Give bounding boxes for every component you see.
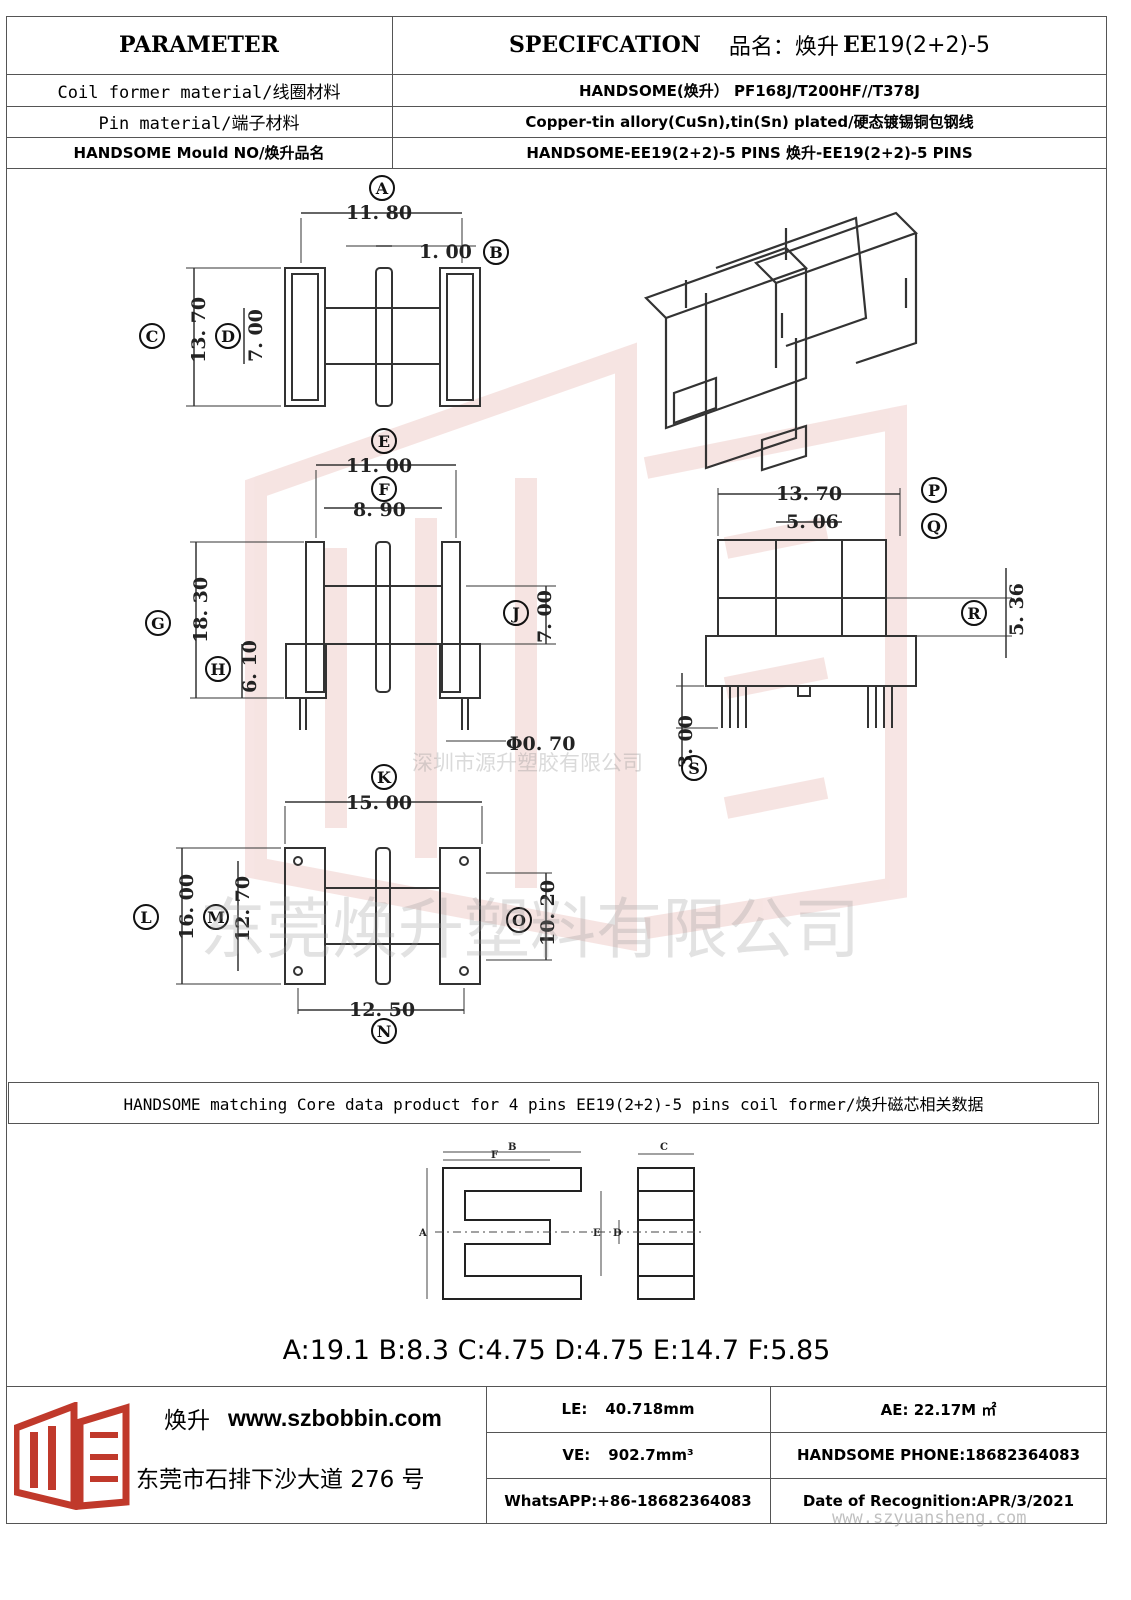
watermark-large-company: 东莞焕升塑料有限公司: [200, 891, 860, 968]
divider: [6, 1386, 1107, 1387]
svg-text:K: K: [377, 768, 392, 787]
watermark-url: www.szyuansheng.com: [832, 1508, 1027, 1528]
svg-text:G: G: [151, 614, 165, 633]
dim-C-value: 13. 70: [188, 297, 210, 363]
dim-N-value: 12. 50: [349, 999, 415, 1021]
parameter-header: PARAMETER: [119, 32, 279, 58]
svg-text:Q: Q: [927, 517, 941, 536]
svg-text:C: C: [146, 327, 159, 346]
company-logo: [14, 1402, 130, 1510]
core-letter-E: E: [593, 1228, 601, 1239]
dim-J-value: 7. 00: [534, 590, 556, 643]
svg-text:R: R: [967, 604, 981, 623]
core-letter-D: D: [613, 1228, 622, 1239]
front-view: [190, 464, 556, 742]
watermark-small-company: 深圳市源升塑胶有限公司: [412, 751, 643, 775]
svg-text:N: N: [377, 1022, 392, 1041]
core-letter-F: F: [491, 1150, 498, 1161]
product-model-rest: 19(2+2)-5: [876, 32, 991, 58]
outer-frame: [6, 16, 1107, 1524]
dim-K-value: 15. 00: [346, 792, 412, 814]
dim-F-value: 8. 90: [353, 499, 406, 521]
website-link[interactable]: www.szbobbin.com: [228, 1404, 442, 1431]
core-letter-B: B: [508, 1142, 516, 1153]
dim-A-value: 11. 80: [346, 202, 412, 224]
svg-text:J: J: [510, 604, 520, 623]
ve-cell: VE: 902.7mm³: [486, 1432, 770, 1478]
le-value: 40.718mm: [605, 1400, 695, 1418]
callout-letters: A B C D E F G H J K L M N O P Q R S: [133, 175, 987, 1044]
le-label: LE:: [561, 1400, 588, 1418]
svg-text:E: E: [378, 432, 390, 451]
dimension-labels: 11. 80 1. 00 13. 70 7. 00 11. 00 8. 90 1…: [176, 202, 1028, 1021]
bottom-view: [176, 801, 552, 1014]
ve-value: 902.7mm³: [608, 1446, 694, 1464]
divider: [486, 1386, 487, 1524]
param-pin-material: Pin material/端子材料: [98, 114, 300, 134]
divider: [6, 74, 1107, 75]
dim-H-value: 6. 10: [239, 640, 261, 693]
dim-S-value: 3. 00: [675, 715, 697, 768]
divider: [392, 16, 393, 168]
value-mould-no: HANDSOME-EE19(2+2)-5 PINS 焕升-EE19(2+2)-5…: [526, 144, 973, 162]
core-data-title: HANDSOME matching Core data product for …: [123, 1095, 984, 1114]
dim-P-value: 13. 70: [776, 483, 842, 505]
company-address: 东莞市石排下沙大道 276 号: [136, 1467, 425, 1493]
side-view: [676, 488, 1012, 768]
dim-pin-value: Φ0. 70: [506, 733, 575, 755]
svg-text:L: L: [140, 908, 151, 927]
svg-text:D: D: [221, 327, 235, 346]
divider: [6, 137, 1107, 138]
param-coil-former: Coil former material/线圈材料: [57, 82, 341, 103]
dim-R-value: 5. 36: [1006, 583, 1028, 636]
core-values: A:19.1 B:8.3 C:4.75 D:4.75 E:14.7 F:5.85: [282, 1334, 831, 1366]
dim-E-value: 11. 00: [346, 455, 412, 477]
product-name-label: 品名：焕升: [728, 35, 839, 60]
whatsapp-number: WhatsAPP:+86-18682364083: [504, 1492, 752, 1510]
svg-text:P: P: [928, 481, 940, 500]
dim-O-value: 10. 20: [537, 880, 559, 946]
divider: [6, 106, 1107, 107]
divider: [486, 1432, 1107, 1433]
top-view: [186, 212, 481, 407]
technical-drawing: 11. 80 1. 00 13. 70 7. 00 11. 00 8. 90 1…: [133, 175, 1028, 1044]
core-drawing: B F C A E D: [418, 1142, 705, 1300]
dim-M-value: 12. 70: [232, 876, 254, 942]
le-cell: LE: 40.718mm: [486, 1386, 770, 1432]
core-letter-A: A: [418, 1228, 427, 1239]
phone-number: HANDSOME PHONE:18682364083: [796, 1446, 1081, 1464]
core-title-frame: [8, 1082, 1099, 1124]
ae-value: AE: 22.17M ㎡: [880, 1400, 997, 1419]
svg-text:A: A: [375, 179, 389, 198]
svg-text:B: B: [489, 243, 503, 262]
value-pin-material: Copper-tin allory(CuSn),tin(Sn) plated/硬…: [525, 113, 974, 131]
svg-text:S: S: [688, 759, 700, 778]
dim-B-value: 1. 00: [419, 241, 472, 263]
svg-text:F: F: [378, 480, 390, 499]
ve-label: VE:: [562, 1446, 591, 1464]
dim-L-value: 16. 00: [176, 874, 198, 940]
dim-G-value: 18. 30: [190, 577, 212, 643]
divider: [770, 1386, 771, 1524]
core-letter-C: C: [660, 1142, 668, 1153]
svg-text:M: M: [207, 908, 225, 927]
dim-D-value: 7. 00: [245, 309, 267, 362]
brand-name: 焕升: [164, 1408, 210, 1434]
svg-text:O: O: [512, 911, 526, 930]
recognition-date: Date of Recognition:APR/3/2021: [802, 1492, 1075, 1510]
value-coil-former: HANDSOME(焕升） PF168J/T200HF//T378J: [578, 81, 920, 100]
divider: [6, 168, 1107, 169]
product-model-bold: EE: [842, 32, 877, 58]
brand-line: 焕升 www.szbobbin.com: [164, 1400, 484, 1436]
specification-label: SPECIFCATION: [508, 32, 701, 58]
isometric-view: [643, 211, 919, 472]
divider: [486, 1478, 1107, 1479]
svg-text:H: H: [210, 660, 225, 679]
specification-header: SPECIFCATION 品名：焕升 EE 19(2+2)-5: [392, 16, 1107, 74]
dim-Q-value: 5. 06: [786, 511, 839, 533]
param-mould-no: HANDSOME Mould NO/焕升品名: [73, 144, 325, 162]
watermark-logo: [245, 342, 907, 952]
